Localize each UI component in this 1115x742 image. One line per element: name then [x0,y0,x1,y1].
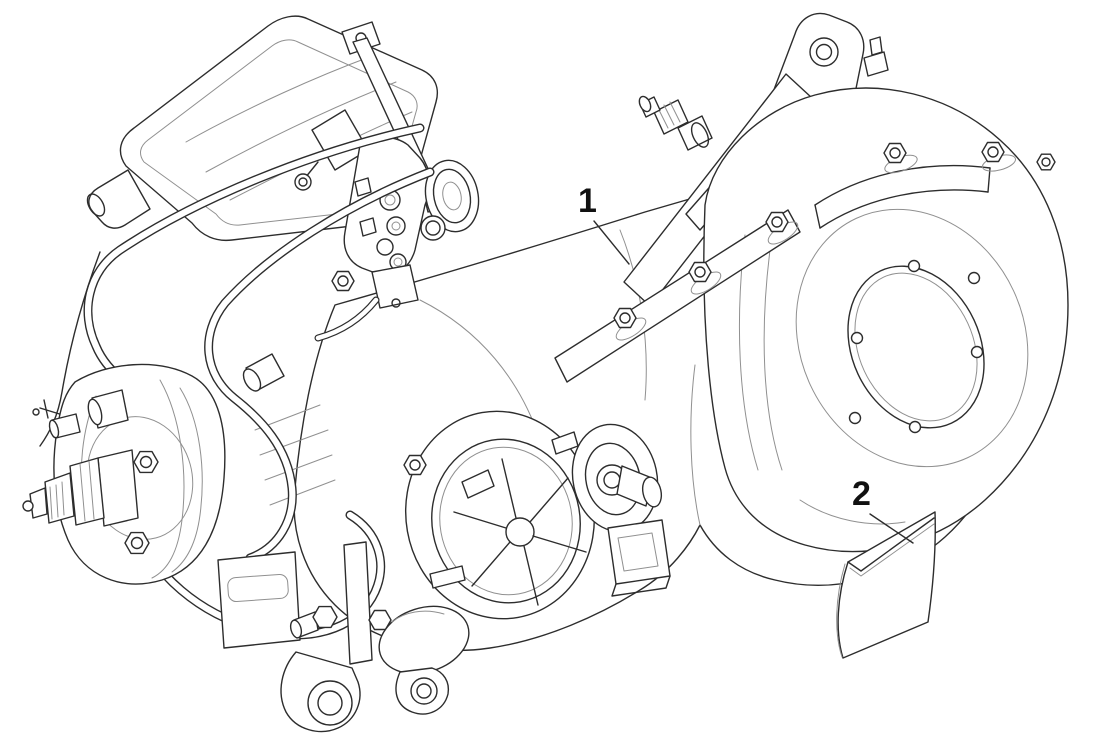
callout-2-leader [869,513,914,544]
gasket-envelope-drawing [836,511,936,659]
carburetor-drawing [314,136,480,342]
hex-bolt-icon [765,211,789,233]
clutch-cover-ring [847,265,985,429]
hoses-drawing [32,123,435,640]
square-bolt-icon [869,36,883,56]
cvt-cover-drawing [703,87,1069,553]
hex-bolt-icon [124,531,150,555]
bolt-rail-drawing [554,141,1056,383]
float-bowl [371,264,419,309]
hex-bolt-icon [1036,153,1056,171]
intake-bellmouth [424,159,480,233]
hex-bolt-icon [133,450,159,474]
spark-plug-drawing [22,449,139,527]
hex-bolt-icon [688,261,712,283]
hex-bolt-icon [613,307,637,329]
cylinder-head-drawing [48,353,285,585]
callout-1[interactable]: 1 [578,182,597,220]
callout-2[interactable]: 2 [852,475,871,513]
output-shaft-drawing [571,423,663,533]
hex-bolt-icon [312,605,338,629]
hex-bolt-icon [403,454,427,476]
hex-bolt-icon [883,142,907,164]
callout-1-leader [593,220,630,265]
hex-bolt-icon [981,141,1005,163]
fan-cover-drawing [403,410,596,620]
callout-leaders [593,220,914,544]
splined-shaft-drawing [638,95,713,151]
hex-bolt-icon [331,270,355,292]
bottom-mounts-drawing [217,519,671,733]
flywheel-hub [505,517,535,547]
